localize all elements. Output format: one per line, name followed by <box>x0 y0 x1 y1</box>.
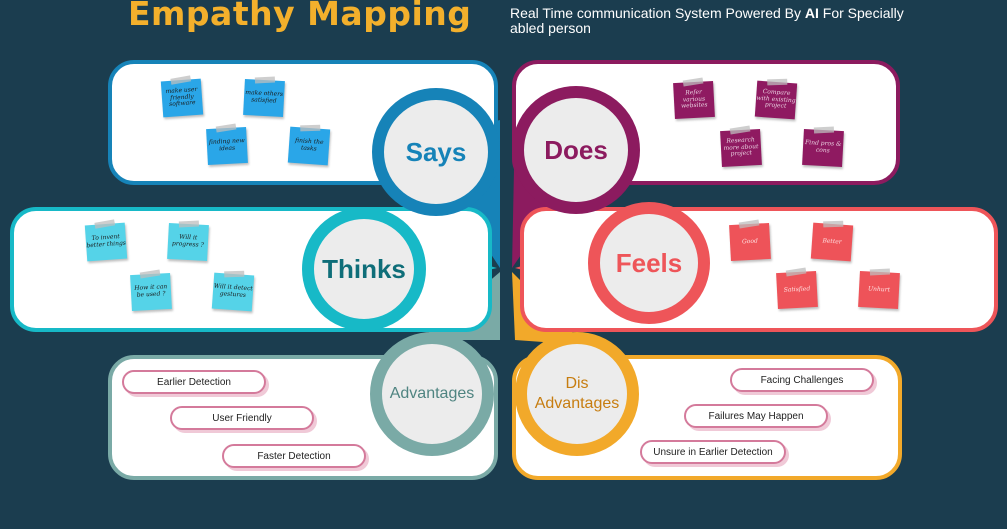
sticky-note: Better <box>810 222 854 262</box>
sticky-note: To invent better things <box>84 222 128 262</box>
advantage-item: User Friendly <box>170 406 314 430</box>
disadvantage-item: Facing Challenges <box>730 368 874 392</box>
sticky-note: finish the tasks <box>287 126 331 166</box>
advantages-circle: Advantages <box>370 332 494 456</box>
page-title: Empathy Mapping <box>128 0 472 33</box>
sticky-note: Research more about project <box>720 128 762 168</box>
says-circle: Says <box>372 88 500 216</box>
disadvantage-item: Unsure in Earlier Detection <box>640 440 786 464</box>
sticky-note: How it can be used ? <box>130 272 172 312</box>
feels-circle: Feels <box>588 202 710 324</box>
advantage-item: Faster Detection <box>222 444 366 468</box>
sticky-note: Will it progress ? <box>167 222 209 262</box>
says-label: Says <box>405 136 467 167</box>
subtitle-text: Real Time communication System Powered B… <box>510 5 805 21</box>
sticky-note: Find pros & cons <box>802 128 844 168</box>
sticky-note: Refer various websites <box>673 80 715 120</box>
advantages-label: Advantages <box>389 385 475 402</box>
thinks-circle: Thinks <box>302 207 426 331</box>
subtitle-text-end: For Specially abled person <box>510 5 904 36</box>
subtitle-bold: AI <box>804 5 819 21</box>
disadvantages-label-line1: Dis <box>565 375 589 392</box>
sticky-note: make user friendly software <box>160 78 204 118</box>
sticky-note: make others satisfied <box>243 78 285 118</box>
disadvantages-label-line2: Advantages <box>534 395 620 412</box>
sticky-note: Compare with existing project <box>754 80 798 120</box>
sticky-note: Unhurt <box>858 270 900 310</box>
advantage-item: Earlier Detection <box>122 370 266 394</box>
sticky-note: Will it detect gestures <box>211 272 255 312</box>
page-subtitle: Real Time communication System Powered B… <box>510 6 930 36</box>
disadvantages-label: Dis Advantages <box>535 374 620 414</box>
sticky-note: Satisfied <box>776 270 818 310</box>
feels-label: Feels <box>615 247 683 278</box>
does-label: Does <box>544 134 608 165</box>
disadvantage-item: Failures May Happen <box>684 404 828 428</box>
disadvantages-circle: Dis Advantages <box>515 332 639 456</box>
sticky-note: Good <box>729 222 771 262</box>
thinks-label: Thinks <box>322 253 406 284</box>
sticky-note: finding new ideas <box>206 126 248 166</box>
does-circle: Does <box>512 86 640 214</box>
